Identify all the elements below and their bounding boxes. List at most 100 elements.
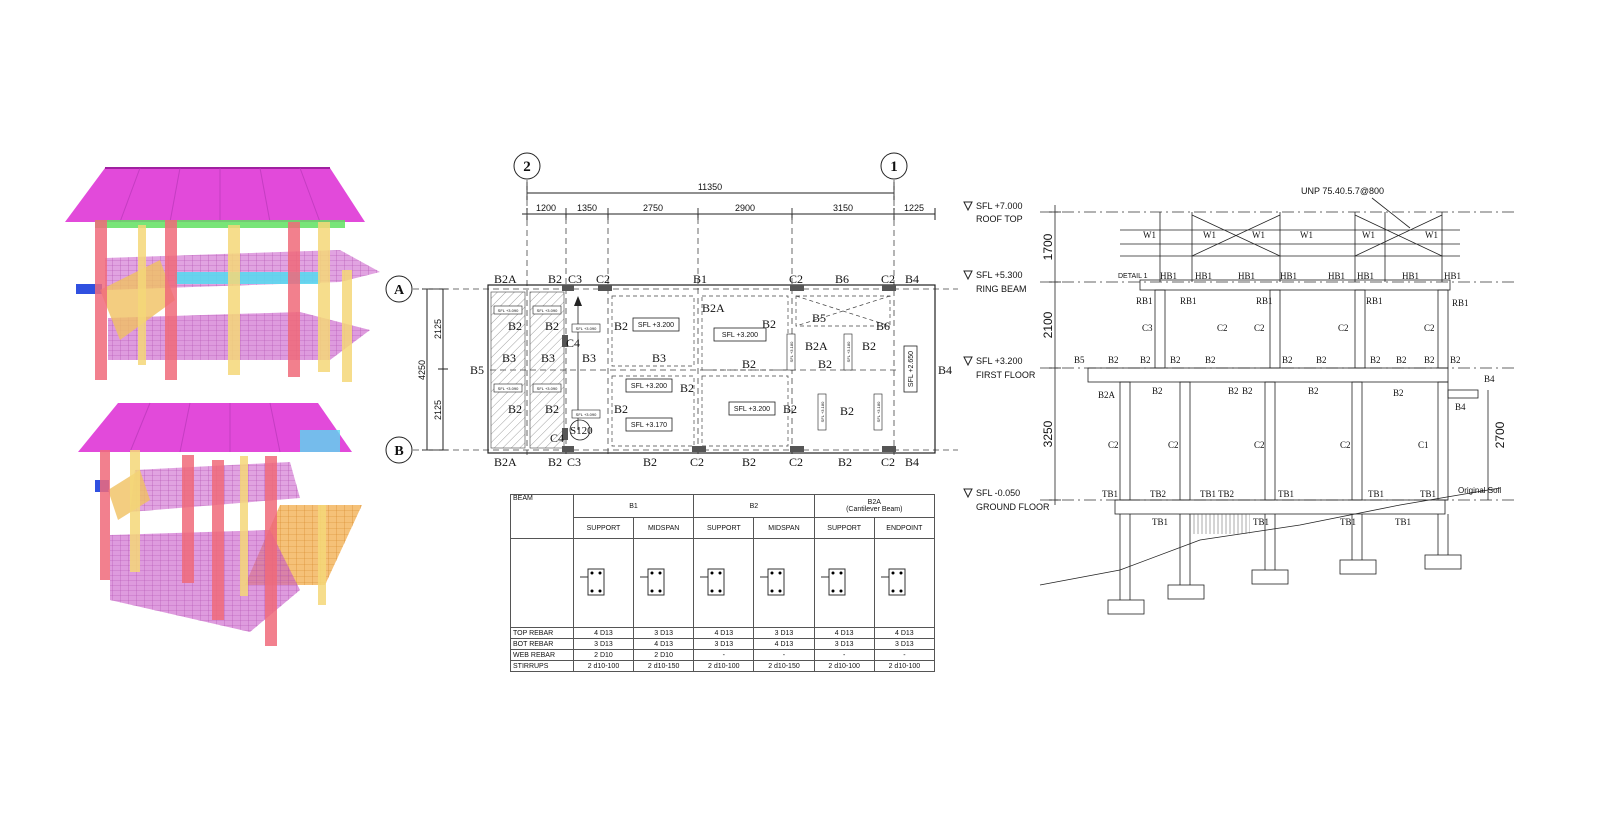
tie-beam-label: TB1 — [1102, 489, 1118, 499]
table-cell: 3 D13 — [873, 638, 936, 650]
truss-label: W1 — [1143, 230, 1156, 240]
top-beam-label: B4 — [905, 272, 919, 286]
hb-label: HB1 — [1160, 271, 1177, 281]
top-beam-label: C2 — [789, 272, 803, 286]
level-name: FIRST FLOOR — [976, 370, 1036, 380]
level-sfl: SFL +7.000 — [976, 201, 1022, 211]
tie-beam-label: TB1 — [1200, 489, 1216, 499]
left-dim: 4250 — [417, 360, 427, 380]
inner-label: B2 — [545, 402, 559, 416]
group-name: B2A — [867, 499, 881, 506]
level-name: RING BEAM — [976, 284, 1027, 294]
column-label: C2 — [1217, 323, 1228, 333]
roof — [65, 168, 365, 222]
bottom-beam-label: B2A — [494, 455, 517, 469]
beam-label: B2 — [1370, 355, 1381, 365]
hb-label: HB1 — [1280, 271, 1297, 281]
row-label: TOP REBAR — [510, 627, 574, 639]
table-sub-header: MIDSPAN — [753, 517, 815, 539]
tie-beam-label: TB1 — [1395, 517, 1411, 527]
rb-label: RB1 — [1180, 296, 1197, 306]
table-cell: - — [753, 649, 815, 661]
top-beam-label: B2 — [548, 272, 562, 286]
beam-section-sketch — [753, 538, 815, 628]
small-sfl-box: SFL +3.090 — [537, 386, 558, 391]
tie-beam-label: TB1 — [1368, 489, 1384, 499]
height-dim: 3250 — [1041, 420, 1055, 447]
height-dim: 2100 — [1041, 311, 1055, 338]
bottom-beam-label: B2 — [742, 455, 756, 469]
inner-label: S120 — [570, 425, 593, 437]
beam-label: B2 — [1242, 386, 1253, 396]
section-elevation: SFL +7.000 ROOF TOP SFL +5.300 RING BEAM… — [963, 186, 1515, 615]
truss-label: W1 — [1362, 230, 1375, 240]
beam-section-sketch — [633, 538, 695, 628]
beam-section-sketch — [693, 538, 755, 628]
table-row: TOP REBAR 4 D13 3 D13 4 D13 3 D13 4 D13 … — [510, 627, 936, 639]
small-sfl-box: SFL +3.090 — [576, 412, 597, 417]
table-sub-header: MIDSPAN — [633, 517, 695, 539]
small-sfl-box: SFL +3.090 — [576, 326, 597, 331]
column-label: C2 — [1168, 440, 1179, 450]
beam-label: B2 — [1282, 355, 1293, 365]
top-beam-label: C3 — [568, 272, 582, 286]
tie-beam-label: TB2 — [1218, 489, 1234, 499]
sfl-box: SFL +2.650 — [908, 351, 915, 387]
level-sfl: SFL +5.300 — [976, 270, 1022, 280]
bottom-beam-label: B4 — [905, 455, 919, 469]
grid-label-a: A — [394, 283, 405, 298]
top-beam-label: C2 — [881, 272, 895, 286]
inner-label: C4 — [550, 431, 564, 445]
bottom-beam-label: C2 — [690, 455, 704, 469]
row-label: WEB REBAR — [510, 649, 574, 661]
overall-dimension: 11350 — [698, 182, 722, 192]
hb-label: HB1 — [1357, 271, 1374, 281]
level-sfl: SFL -0.050 — [976, 488, 1020, 498]
grid-bubble-a — [385, 275, 413, 303]
beam-section-sketch — [572, 538, 635, 628]
beam-label: B2 — [1152, 386, 1163, 396]
beam-label: B4 — [1484, 374, 1495, 384]
table-group-b2: B2 — [693, 494, 815, 518]
tie-beam-label: TB1 — [1152, 517, 1168, 527]
inner-label: B2 — [742, 357, 756, 371]
row-label: STIRRUPS — [510, 660, 574, 672]
vertical-sfl-box: SFL +3.180 — [820, 401, 825, 422]
level-name: ROOF TOP — [976, 214, 1023, 224]
table-row: BOT REBAR 3 D13 4 D13 3 D13 4 D13 3 D13 … — [510, 638, 936, 650]
hb-label: HB1 — [1238, 271, 1255, 281]
sfl-box: SFL +3.200 — [734, 406, 770, 413]
detail-label: DETAIL 1 — [1118, 273, 1148, 280]
column-label: C2 — [1340, 440, 1351, 450]
column-label: C3 — [1142, 323, 1153, 333]
inner-label: B2 — [614, 319, 628, 333]
small-sfl-box: SFL +3.090 — [537, 308, 558, 313]
beam-label: B2 — [1316, 355, 1327, 365]
sfl-box: SFL +3.200 — [631, 383, 667, 390]
roof-beam — [95, 220, 345, 228]
small-sfl-box: SFL +3.090 — [498, 308, 519, 313]
table-cell: 3 D13 — [633, 627, 695, 639]
column-label: C2 — [1108, 440, 1119, 450]
span-dim: 3150 — [833, 203, 853, 213]
hb-label: HB1 — [1328, 271, 1345, 281]
table-group-b2a: B2A (Cantilever Beam) — [813, 494, 936, 518]
grid-label-2: 2 — [523, 159, 531, 175]
left-dim: 2125 — [433, 400, 443, 420]
column-label: C2 — [1338, 323, 1349, 333]
truss-label: W1 — [1425, 230, 1438, 240]
table-cell: 2 D10 — [633, 649, 695, 661]
beam-label: B2 — [1170, 355, 1181, 365]
vertical-sfl-box: SFL +3.180 — [789, 341, 794, 362]
span-dim: 1225 — [904, 203, 924, 213]
table-sub-header: SUPPORT — [813, 517, 875, 539]
span-dim: 1200 — [536, 203, 556, 213]
side-beam-label: B4 — [938, 363, 952, 377]
beam-label: B5 — [1074, 355, 1085, 365]
inner-label: B3 — [582, 351, 596, 365]
beam-label: B2 — [1108, 355, 1119, 365]
column-label: C2 — [1424, 323, 1435, 333]
hb-label: HB1 — [1402, 271, 1419, 281]
table-cell: 3 D13 — [572, 638, 635, 650]
inner-label: B2 — [818, 357, 832, 371]
